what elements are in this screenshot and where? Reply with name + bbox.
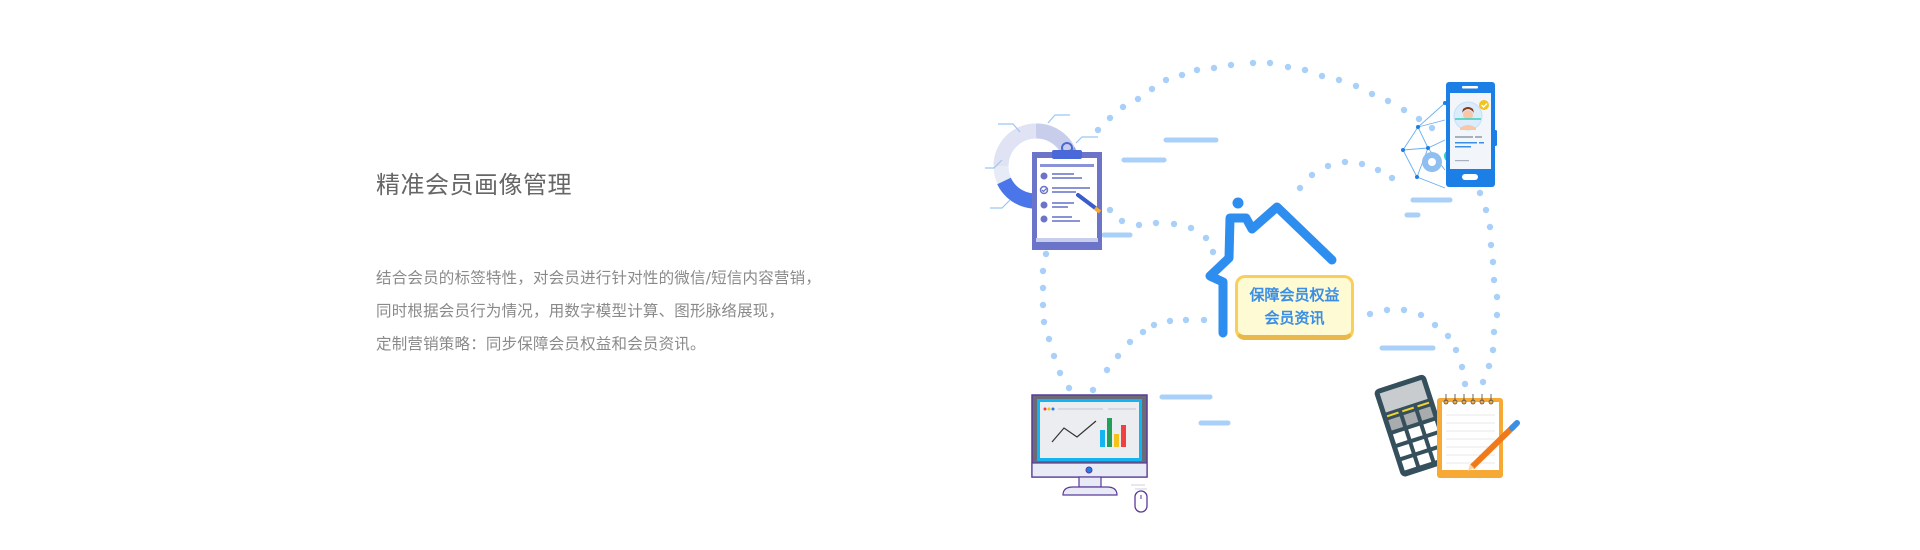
smartphone-profile-icon — [1446, 82, 1497, 187]
house-chimney-dot — [1232, 197, 1244, 209]
label-line-benefits: 保障会员权益 — [1249, 285, 1340, 304]
section-title: 精准会员画像管理 — [376, 171, 572, 199]
calculator-icon — [1374, 374, 1452, 477]
description-line: 定制营销策略：同步保障会员权益和会员资讯。 — [376, 335, 706, 353]
section-description: 结合会员的标签特性，对会员进行针对性的微信/短信内容营销， 同时根据会员行为情况… — [376, 262, 936, 361]
description-line: 同时根据会员行为情况，用数字模型计算、图形脉络展现， — [376, 302, 785, 320]
mouse-icon — [1131, 484, 1148, 513]
dash-decorations — [1101, 137, 1453, 426]
house-icon — [1205, 202, 1337, 338]
label-line-news: 会员资讯 — [1264, 308, 1325, 327]
description-line: 结合会员的标签特性，对会员进行针对性的微信/短信内容营销， — [376, 269, 822, 287]
notepad-pencil-icon — [1437, 394, 1520, 478]
dotted-connection-paths — [1039, 59, 1501, 394]
feature-text-block: 精准会员画像管理 结合会员的标签特性，对会员进行针对性的微信/短信内容营销， 同… — [376, 168, 936, 361]
desktop-chart-icon — [1031, 394, 1148, 496]
clipboard-checklist-icon — [1032, 142, 1102, 250]
member-benefits-label: 保障会员权益 会员资讯 — [1235, 275, 1354, 340]
